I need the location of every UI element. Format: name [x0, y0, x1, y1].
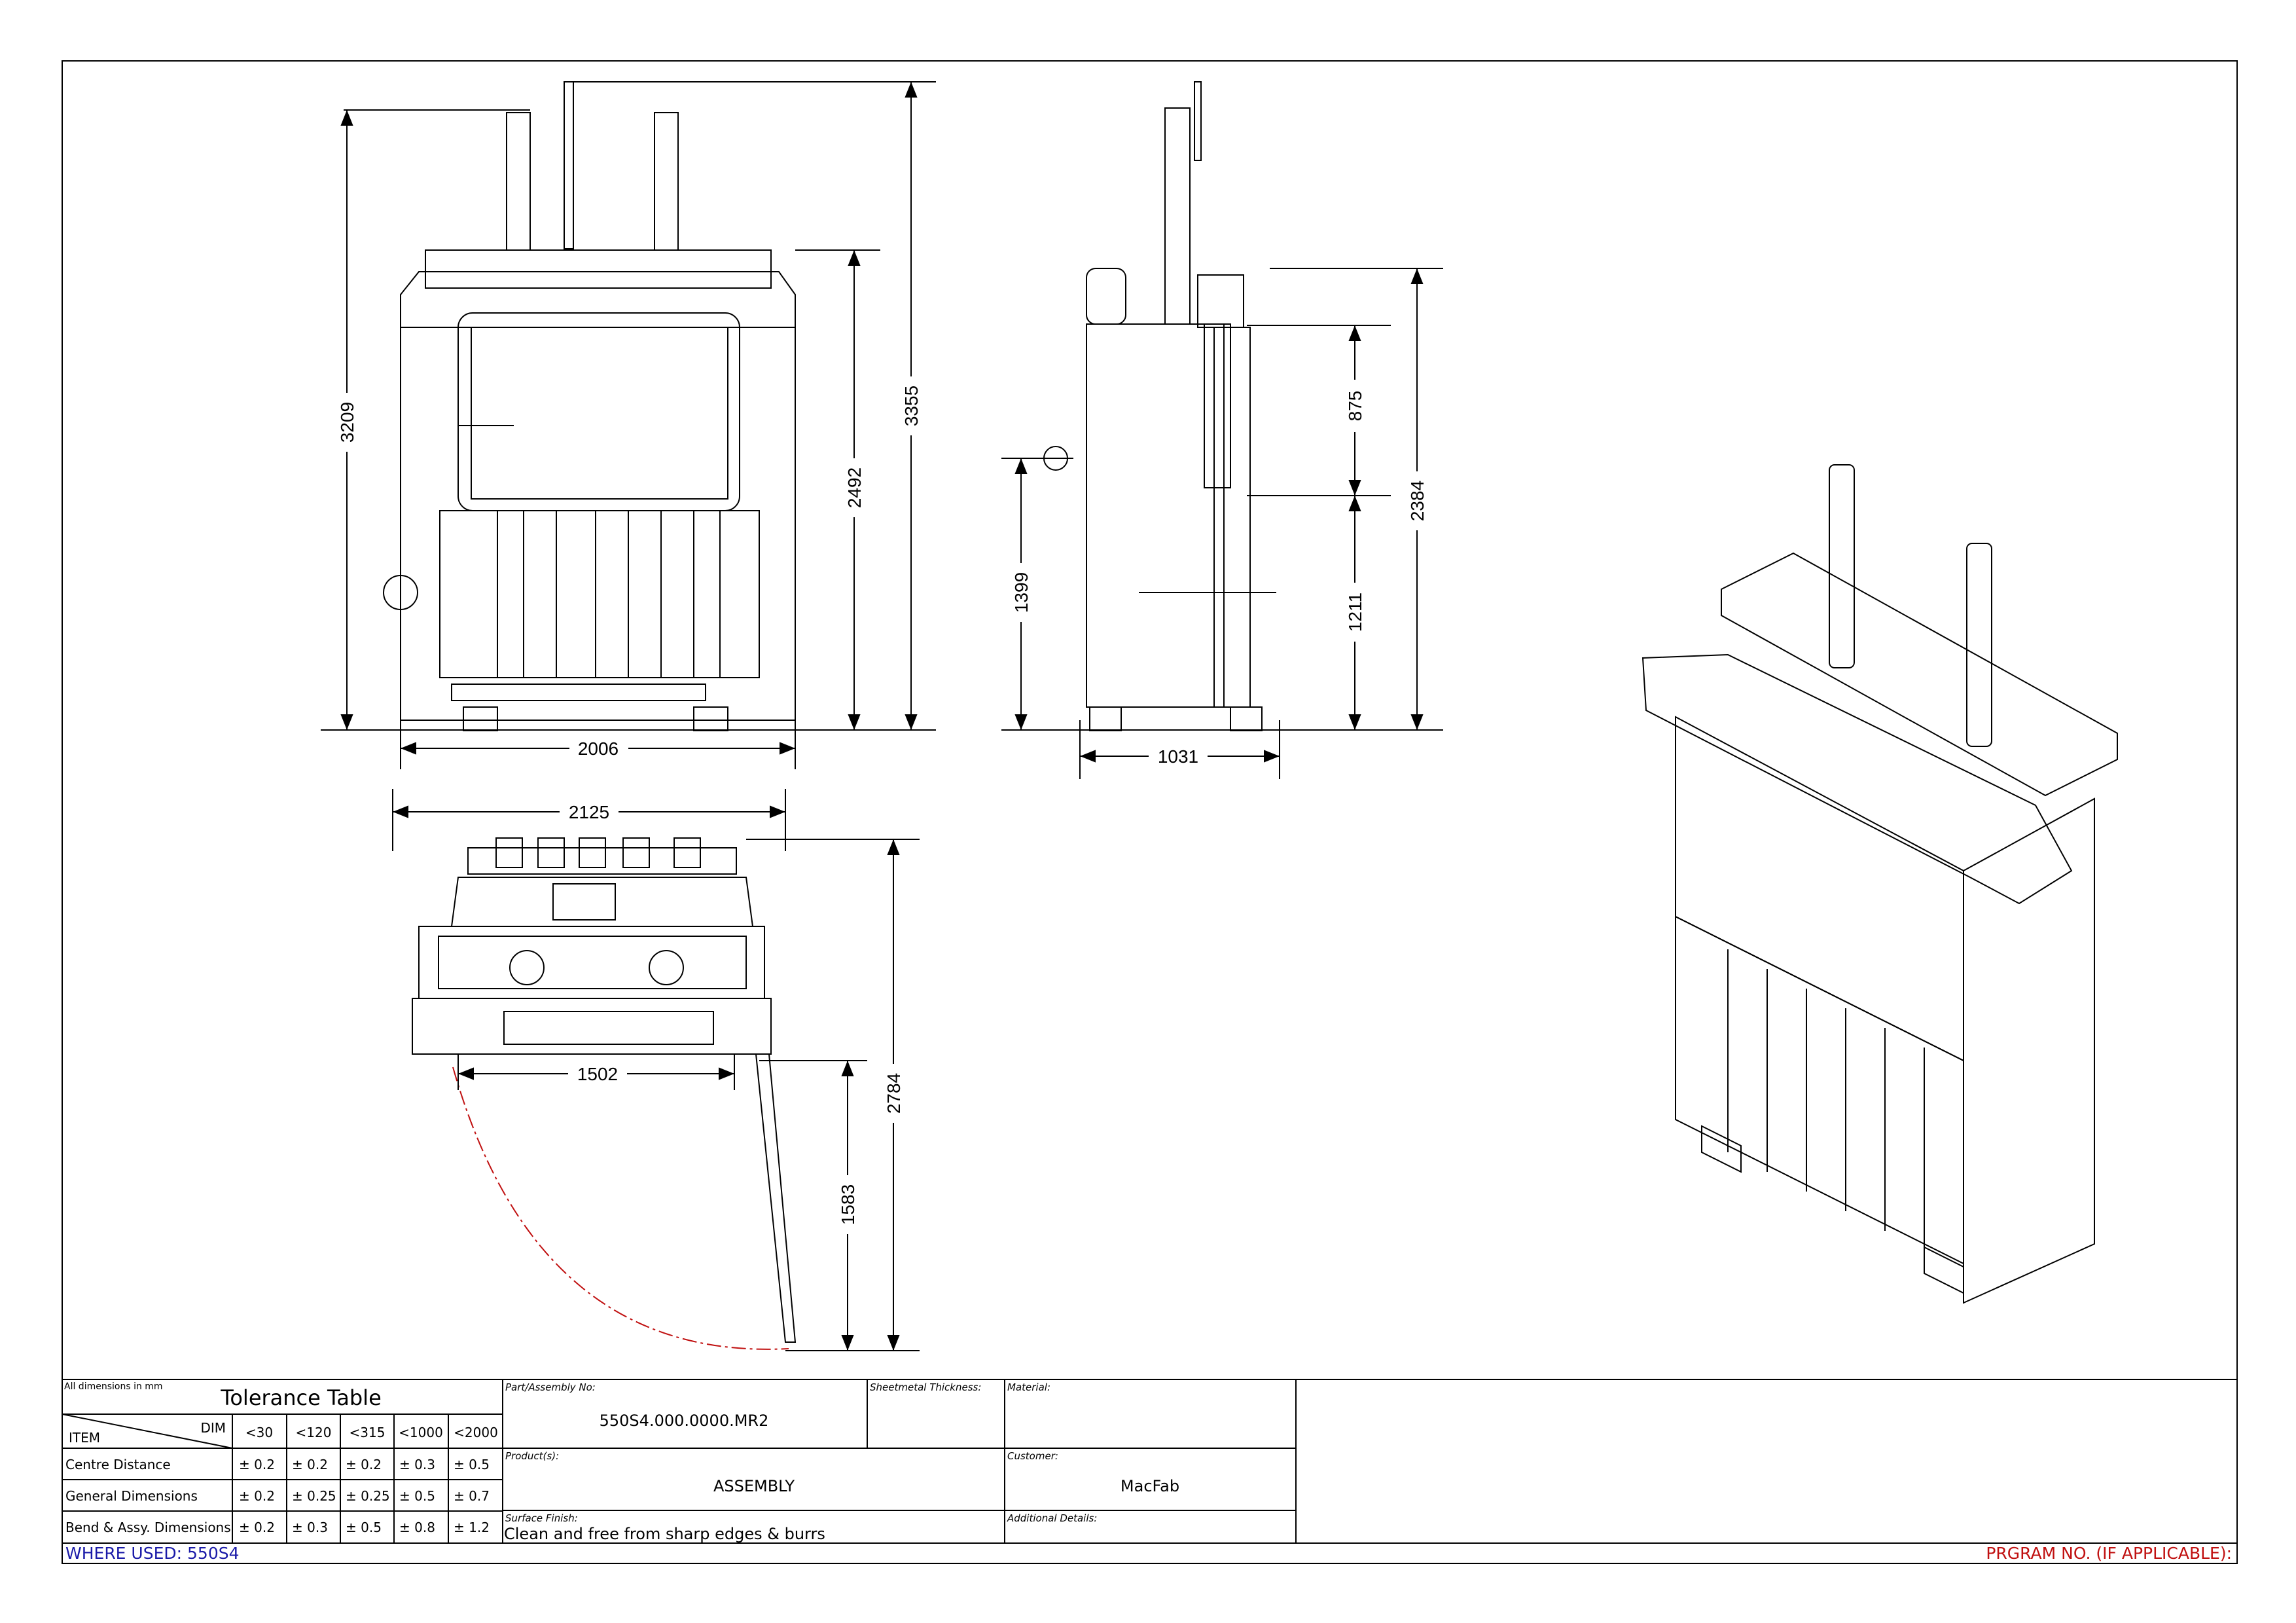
dimension-top-inner-width: 1502 [577, 1064, 618, 1084]
dimension-side-height-low: 1399 [1011, 572, 1031, 613]
customer-value: MacFab [1121, 1477, 1179, 1495]
program-no: PRGRAM NO. (IF APPLICABLE): [1986, 1544, 2232, 1563]
dimension-top-door-swing: 1583 [838, 1184, 858, 1225]
sheetmetal-label: Sheetmetal Thickness: [870, 1381, 981, 1393]
door-swing-arc [452, 1067, 789, 1350]
tolerance-row-3-val-4: ± 0.8 [399, 1520, 435, 1535]
part-no-value: 550S4.000.0000.MR2 [600, 1412, 769, 1430]
tolerance-col-3: <315 [350, 1425, 386, 1440]
material-label: Material: [1007, 1381, 1050, 1393]
tolerance-row-1-val-4: ± 0.3 [399, 1457, 435, 1472]
tolerance-row-2-val-4: ± 0.5 [399, 1488, 435, 1504]
tolerance-table-title: Tolerance Table [220, 1385, 382, 1410]
top-view [412, 837, 797, 1343]
tolerance-col-2: <120 [296, 1425, 332, 1440]
tolerance-row-1-label: Centre Distance [65, 1457, 171, 1472]
products-label: Product(s): [505, 1450, 559, 1462]
tolerance-row-3-label: Bend & Assy. Dimensions [65, 1520, 231, 1535]
tolerance-row-1-val-2: ± 0.2 [292, 1457, 328, 1472]
products-value: ASSEMBLY [713, 1477, 795, 1495]
dimension-front-width: 2006 [578, 739, 619, 759]
sheet-border [62, 60, 2238, 1564]
units-note: All dimensions in mm [64, 1381, 163, 1392]
dimension-top-width: 2125 [569, 802, 609, 822]
tolerance-row-3-val-5: ± 1.2 [454, 1520, 490, 1535]
tolerance-col-1: <30 [245, 1425, 273, 1440]
tolerance-row-2-val-3: ± 0.25 [346, 1488, 390, 1504]
dimension-front-height-left: 3209 [337, 402, 357, 443]
title-block-grid [62, 1379, 2237, 1544]
surface-finish-label: Surface Finish: [505, 1512, 578, 1524]
tolerance-row-2-label: General Dimensions [65, 1488, 198, 1504]
top-dimension-lines [392, 789, 920, 1351]
tolerance-row-1-val-5: ± 0.5 [454, 1457, 490, 1472]
dimension-front-height-total: 3355 [901, 386, 922, 426]
dimension-side-height-lower: 1211 [1345, 593, 1365, 632]
customer-label: Customer: [1007, 1450, 1058, 1462]
tolerance-row-3-val-1: ± 0.2 [239, 1520, 275, 1535]
surface-finish-value: Clean and free from sharp edges & burrs [504, 1525, 825, 1543]
part-no-label: Part/Assembly No: [505, 1381, 596, 1393]
dimension-side-depth: 1031 [1158, 746, 1198, 767]
front-view [383, 81, 796, 731]
dimension-top-depth-total: 2784 [884, 1073, 904, 1114]
tolerance-row-2-val-1: ± 0.2 [239, 1488, 275, 1504]
tolerance-item-label: ITEM [69, 1430, 100, 1446]
dimension-side-height-total: 2384 [1407, 481, 1427, 521]
tolerance-dim-label: DIM [200, 1420, 226, 1436]
tolerance-row-3-val-3: ± 0.5 [346, 1520, 382, 1535]
tolerance-row-2-val-5: ± 0.7 [454, 1488, 490, 1504]
tolerance-col-5: <2000 [454, 1425, 498, 1440]
side-view [1043, 81, 1276, 731]
where-used: WHERE USED: 550S4 [65, 1544, 240, 1563]
side-dimension-lines [1001, 268, 1443, 779]
additional-details-label: Additional Details: [1007, 1512, 1097, 1524]
tolerance-row-1-val-1: ± 0.2 [239, 1457, 275, 1472]
dimension-front-height-mid: 2492 [844, 467, 865, 508]
isometric-view [1641, 464, 2118, 1304]
tolerance-row-3-val-2: ± 0.3 [292, 1520, 328, 1535]
tolerance-row-1-val-3: ± 0.2 [346, 1457, 382, 1472]
tolerance-row-2-val-2: ± 0.25 [292, 1488, 336, 1504]
tolerance-col-4: <1000 [399, 1425, 443, 1440]
dimension-side-height-upper: 875 [1345, 391, 1365, 422]
